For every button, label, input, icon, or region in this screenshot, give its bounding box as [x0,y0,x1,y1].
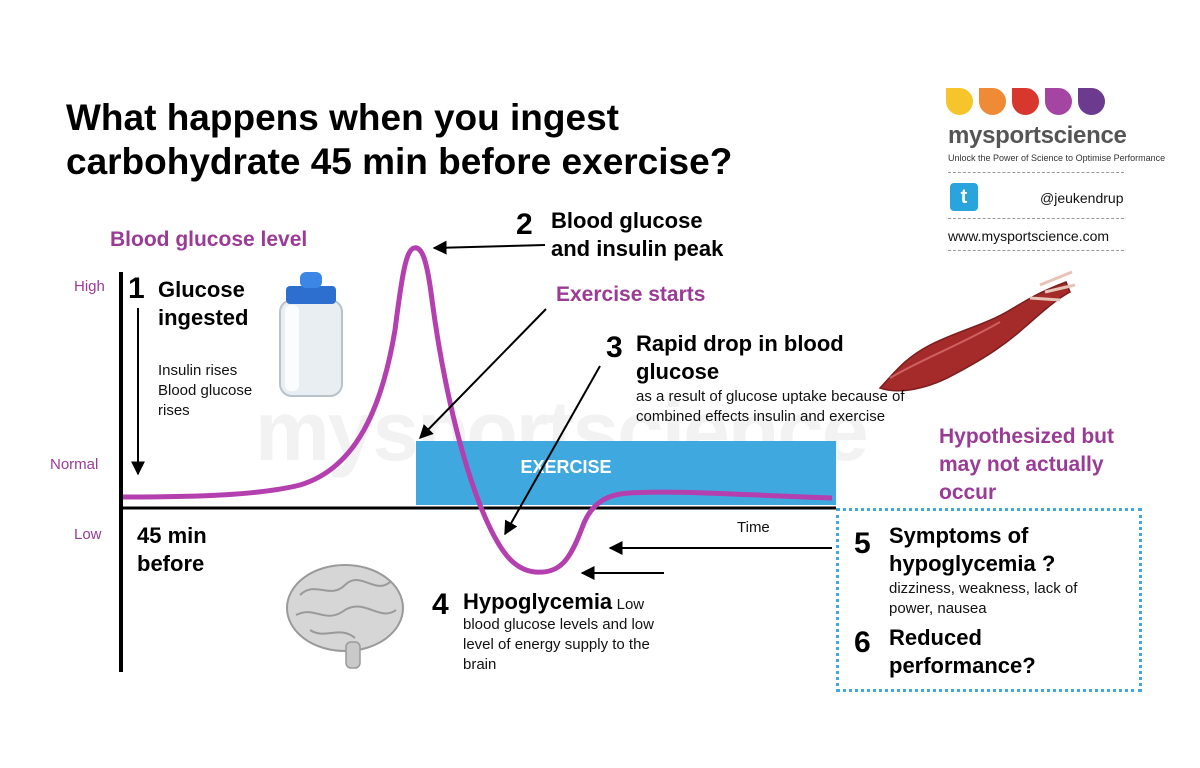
step-1-desc-line-3: rises [158,402,190,419]
step-4-description: blood glucose levels and low level of en… [463,615,654,675]
step-3-title: Rapid drop in blood glucose [636,330,844,386]
y-axis-title: Blood glucose level [110,228,308,251]
arrow-rapid-drop [504,365,601,536]
step-4-desc-line-1: blood glucose levels and low [463,616,654,633]
hypothesized-line-3: occur [939,481,997,504]
logo-drop-red [1012,88,1039,115]
step-5-number: 5 [854,527,871,560]
step-2-title: Blood glucose and insulin peak [551,207,723,263]
step-5-description: dizziness, weakness, lack of power, naus… [889,579,1077,619]
step-6-number: 6 [854,626,871,659]
step-3-title-line-1: Rapid drop in blood [636,331,844,356]
exercise-starts-label: Exercise starts [556,283,706,306]
step-5-desc-line-1: dizziness, weakness, lack of [889,580,1078,597]
hypothesized-label: Hypothesized but may not actually occur [939,423,1114,507]
step-6-title: Reduced performance? [889,624,1036,680]
title-line-1: What happens when you ingest [66,97,619,138]
start-label-line-1: 45 min [137,523,207,548]
arrow-exercise-starts [419,308,547,440]
website-link[interactable]: www.mysportscience.com [948,228,1110,244]
muscle-illustration [878,270,1076,392]
step-6-title-line-1: Reduced [889,625,982,650]
step-3-description: as a result of glucose uptake because of… [636,387,905,427]
blood-glucose-curve [122,245,833,575]
step-4-title-row: Hypoglycemia Low [463,588,644,616]
step-3-title-line-2: glucose [636,359,720,384]
step-5-title-line-1: Symptoms of [889,523,1029,548]
logo-drop-orange [979,88,1006,115]
y-tick-low: Low [74,526,102,543]
step-1-title-line-2: ingested [158,305,249,330]
step-5-title: Symptoms of hypoglycemia ? [889,522,1055,578]
twitter-handle[interactable]: @jeukendrup [1040,190,1124,206]
exercise-block-label: EXERCISE [520,457,612,477]
title-line-2: carbohydrate 45 min before exercise? [66,141,733,182]
step-4-title: Hypoglycemia [463,589,613,614]
logo-drop-yellow [946,88,973,115]
step-1-desc-line-2: Blood glucose [158,382,253,399]
start-label: 45 min before [137,522,207,578]
logo-drop-purple [1078,88,1105,115]
brand-tagline: Unlock the Power of Science to Optimise … [948,153,1166,163]
brain-illustration [286,564,404,669]
step-3-desc-line-2: combined effects insulin and exercise [636,408,886,425]
step-5-desc-line-2: power, nausea [889,600,987,617]
step-1-title: Glucose ingested [158,276,248,332]
x-axis-title: Time [737,519,770,536]
start-label-line-2: before [137,551,205,576]
bottle-illustration [279,272,343,397]
step-1-desc-line-1: Insulin rises [158,362,238,379]
step-2-title-line-2: and insulin peak [551,236,724,261]
y-tick-high: High [74,278,105,295]
step-4-desc-line-2: level of energy supply to the [463,636,650,653]
step-4-desc-inline: Low [616,596,645,613]
twitter-icon[interactable]: t [950,183,978,211]
page-title: What happens when you ingest carbohydrat… [66,96,732,184]
step-5-title-line-2: hypoglycemia ? [889,551,1056,576]
hypothesis-box [836,508,1142,692]
step-2-number: 2 [516,208,533,241]
brand-logo-drops [946,88,1105,115]
y-tick-normal: Normal [50,456,99,473]
divider [948,250,1124,251]
logo-drop-magenta [1045,88,1072,115]
step-6-title-line-2: performance? [889,653,1036,678]
step-3-desc-line-1: as a result of glucose uptake because of [636,388,905,405]
divider [948,172,1124,173]
step-4-desc-line-3: brain [463,656,497,673]
brand-name: mysportscience [948,122,1127,149]
step-4-number: 4 [432,588,449,621]
step-1-title-line-1: Glucose [158,277,245,302]
hypothesized-line-2: may not actually [939,453,1104,476]
step-1-number: 1 [128,272,145,305]
hypothesized-line-1: Hypothesized but [939,425,1115,448]
step-1-description: Insulin rises Blood glucose rises [158,361,252,421]
divider [948,218,1124,219]
step-2-title-line-1: Blood glucose [551,208,703,233]
arrow-peak [432,240,546,255]
step-3-number: 3 [606,331,623,364]
